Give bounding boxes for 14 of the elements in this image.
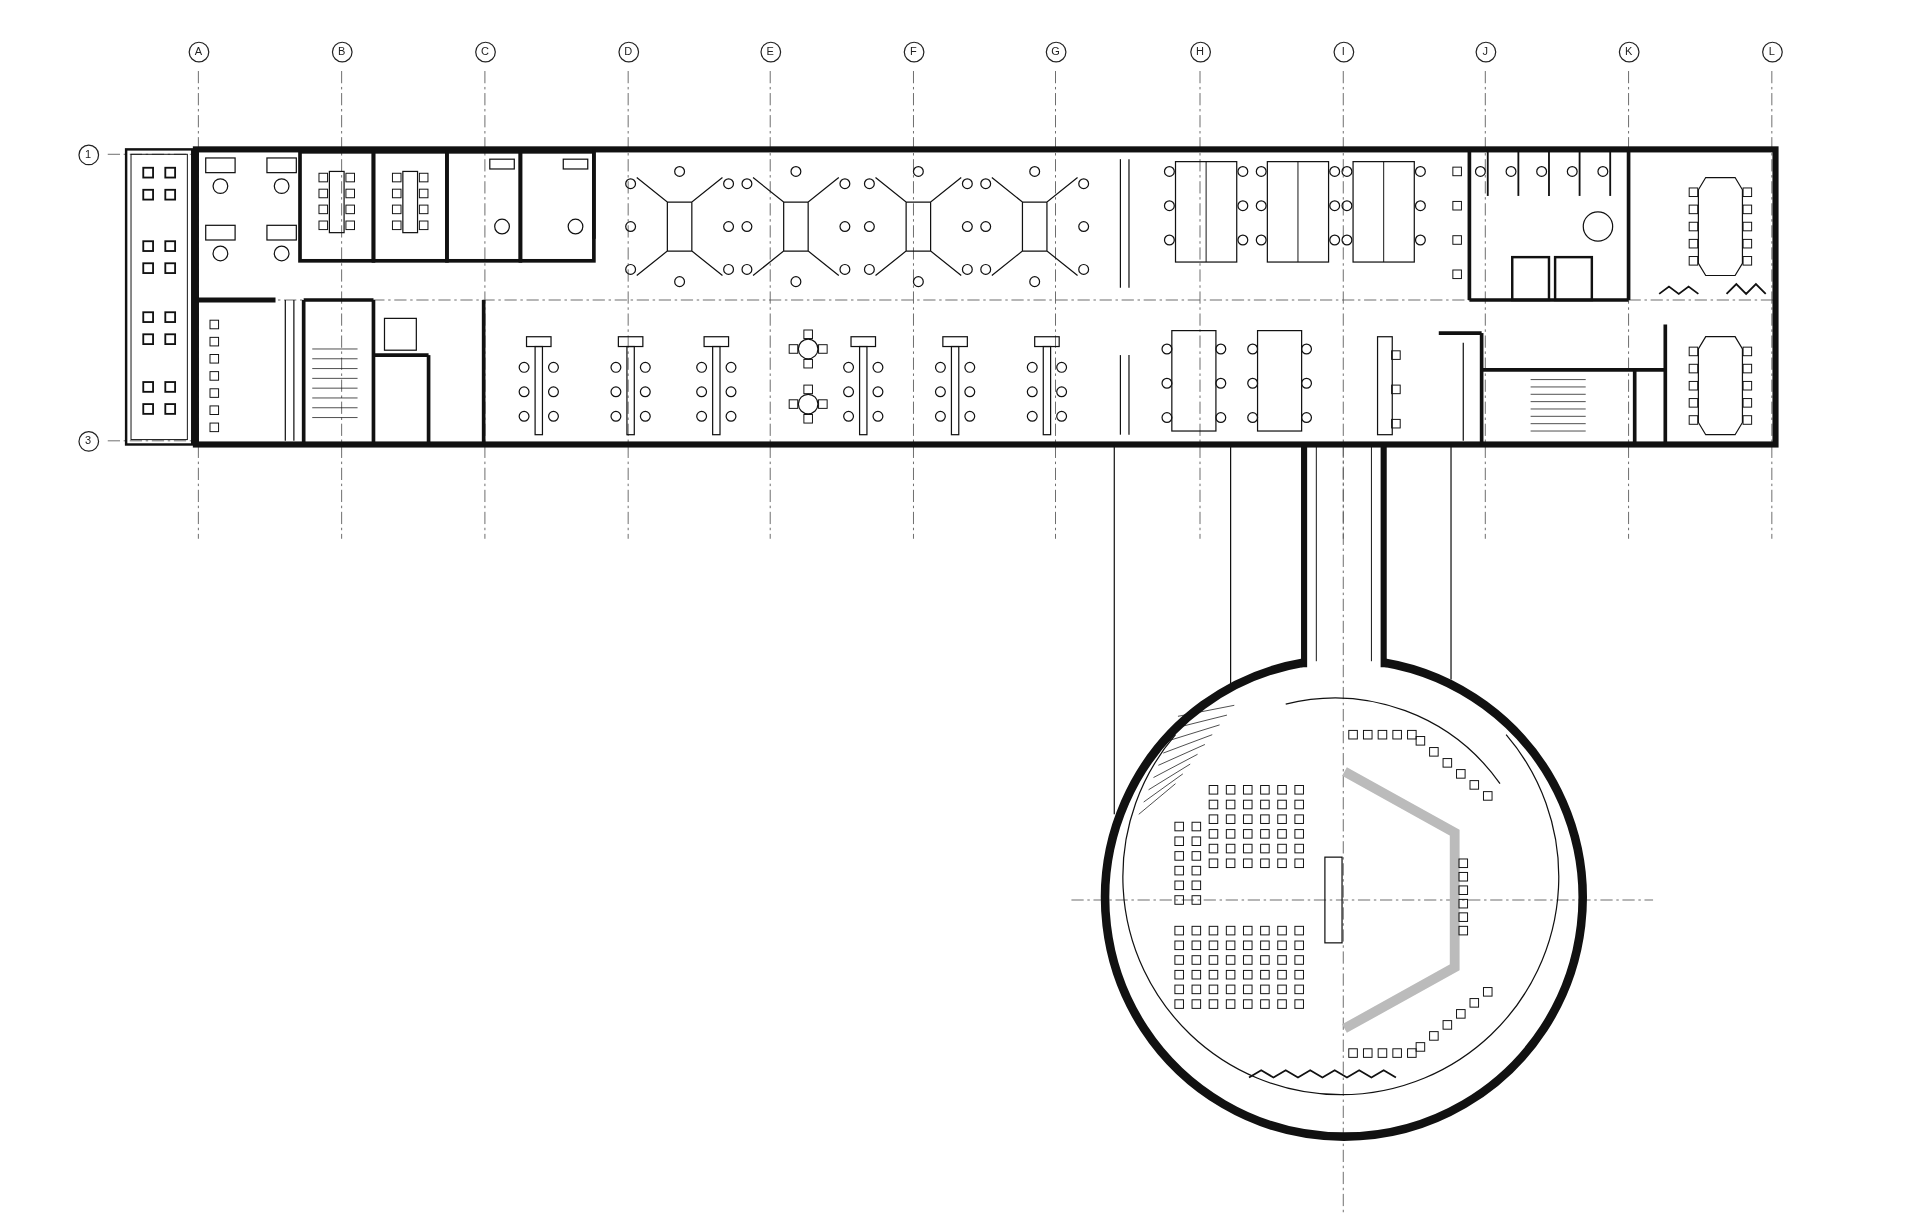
column-grid-label: K	[1618, 41, 1639, 62]
column-grid-label: L	[1761, 41, 1783, 62]
column-grid-label: I	[1332, 41, 1354, 62]
column-grid-label: J	[1474, 41, 1496, 62]
column-grid-label: F	[903, 41, 924, 62]
column-grid-label: A	[187, 41, 209, 62]
column-grid-label: B	[331, 41, 353, 62]
column-grid-label: D	[617, 41, 639, 62]
column-grid-label: C	[474, 41, 496, 62]
row-grid-label: 1	[77, 143, 99, 165]
row-grid-label: 3	[77, 430, 99, 452]
column-grid-label: E	[759, 41, 781, 62]
column-grid-label: G	[1045, 41, 1066, 62]
column-grid-label: H	[1189, 41, 1211, 62]
